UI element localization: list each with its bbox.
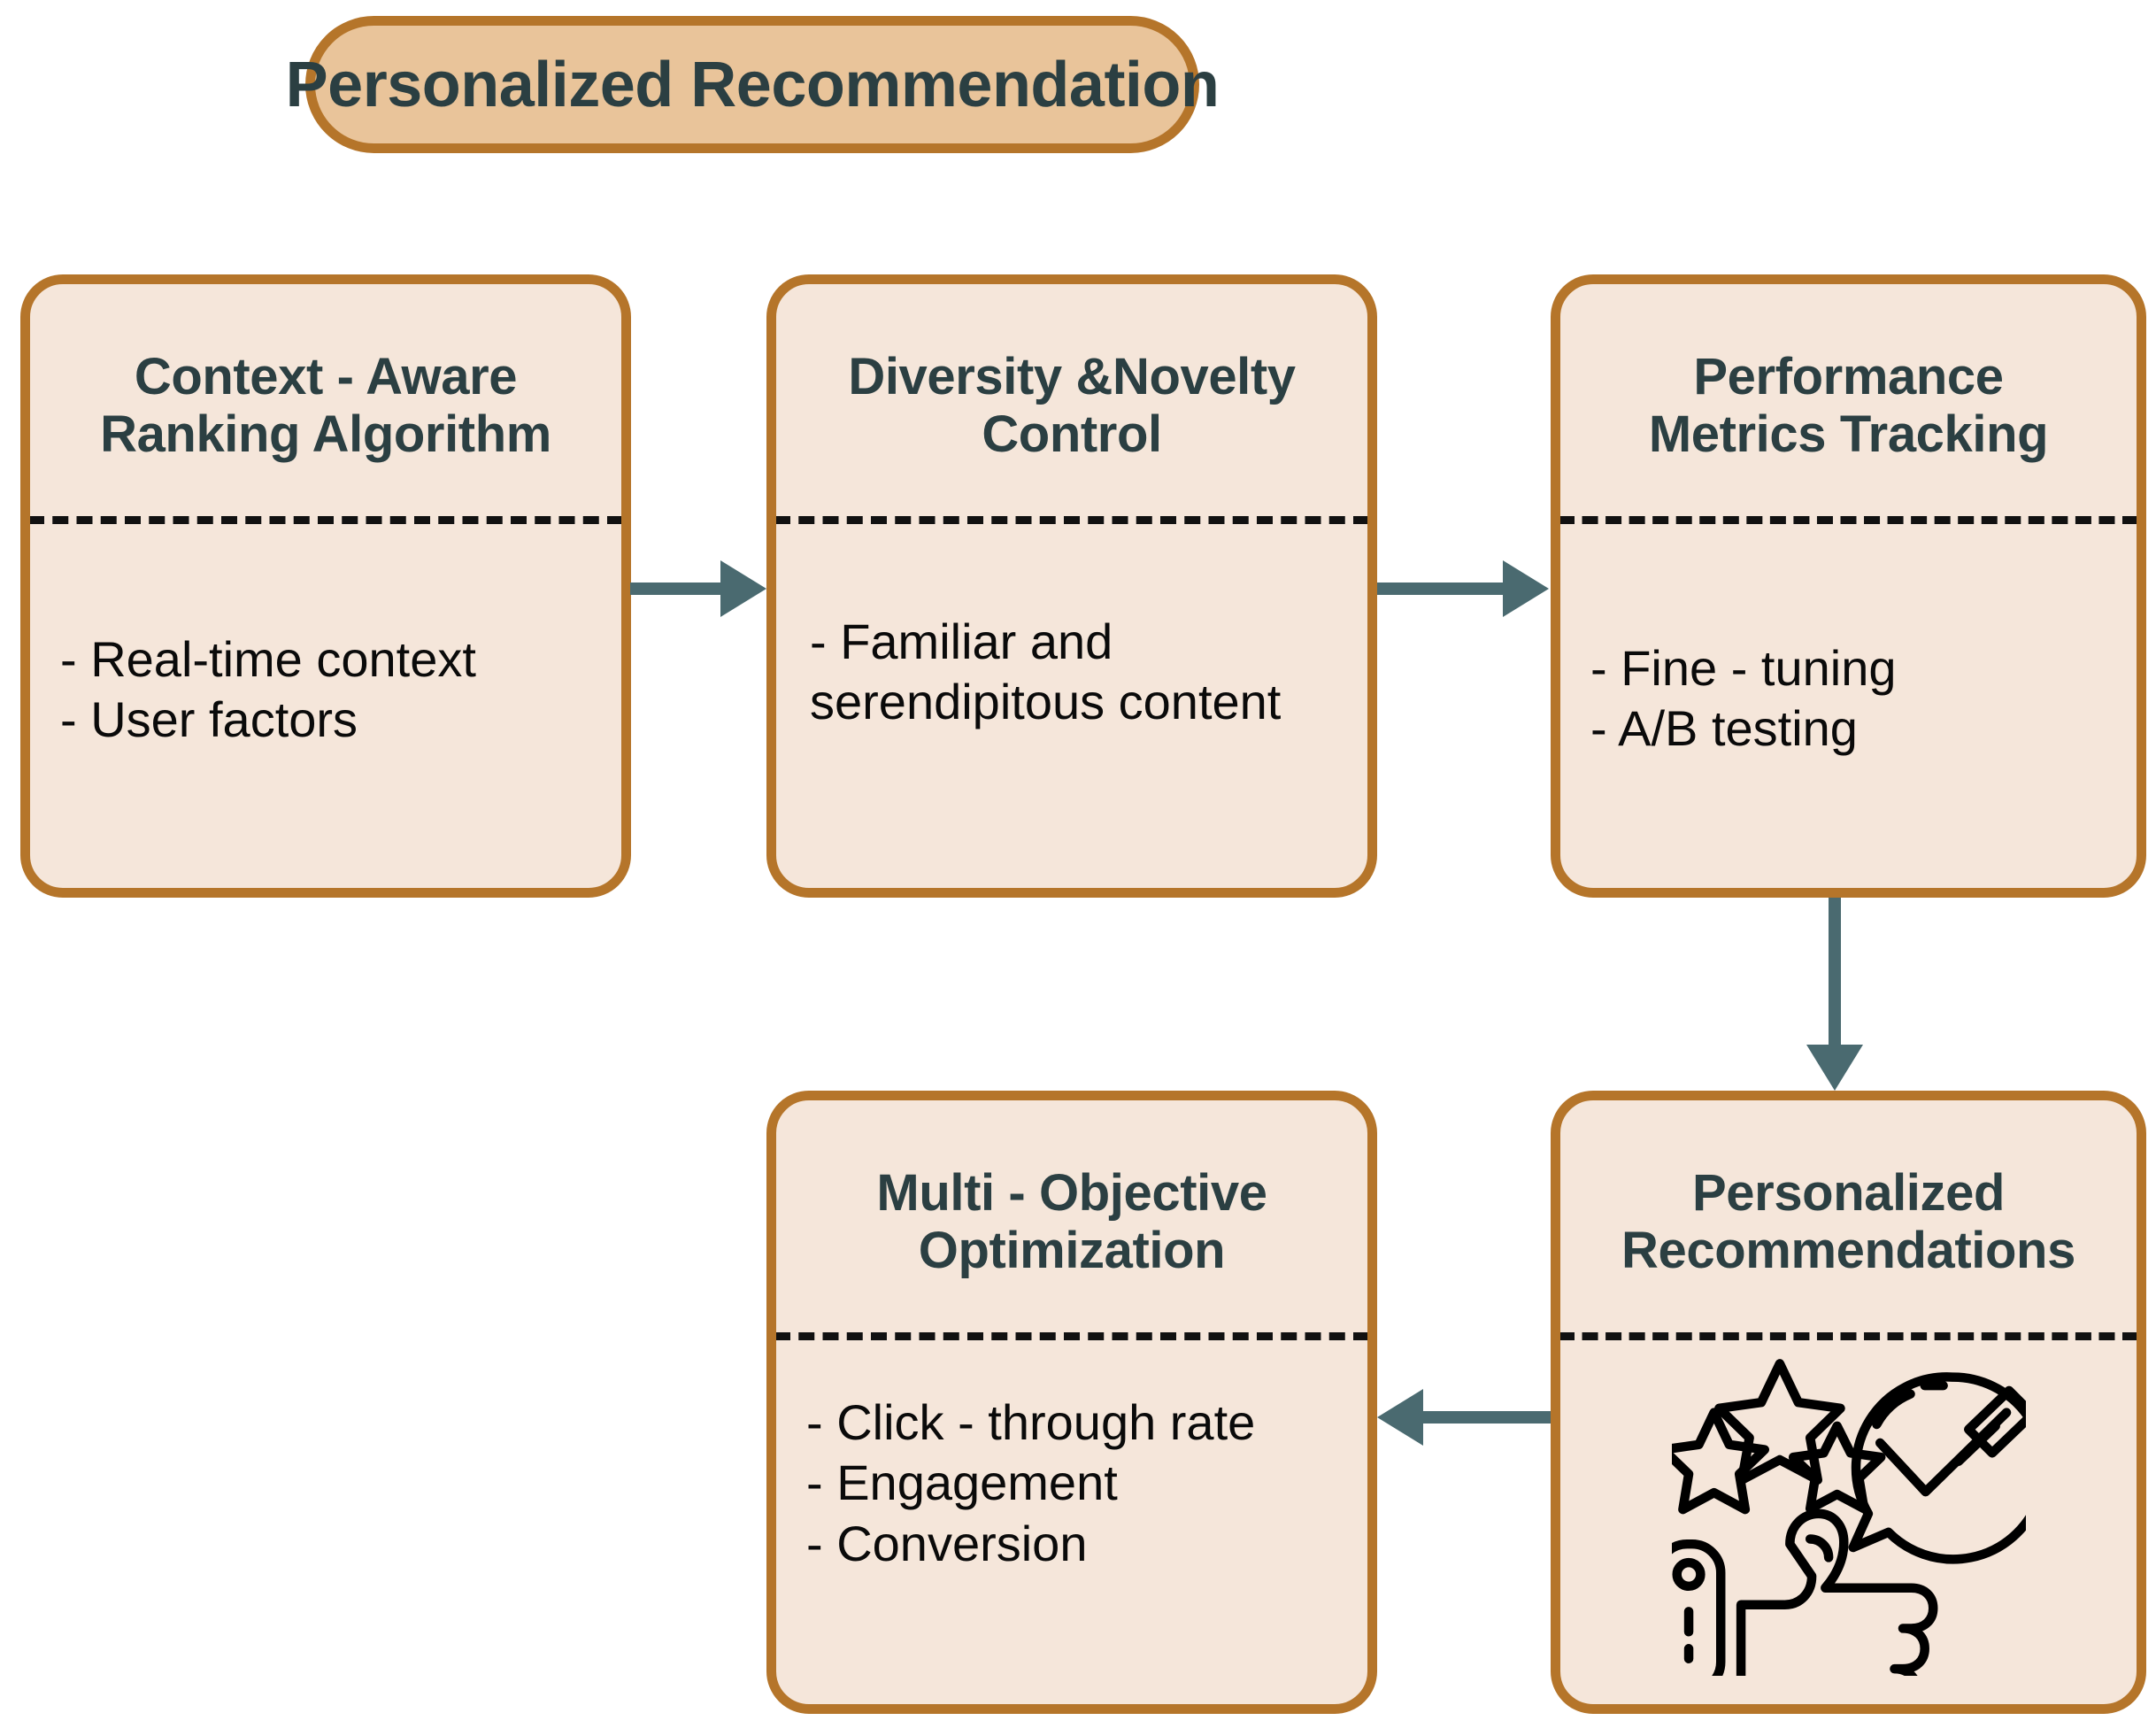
node-divider	[776, 516, 1367, 524]
list-item: - User factors	[60, 691, 358, 748]
node-performance-metrics-tracking[interactable]: Performance Metrics Tracking - Fine - tu…	[1551, 274, 2146, 898]
node-context-aware-ranking-algorithm[interactable]: Context - Aware Ranking Algorithm - Real…	[20, 274, 631, 898]
node-header: Multi - Objective Optimization	[776, 1100, 1367, 1322]
list-item: - Engagement	[806, 1454, 1118, 1511]
node-header: Personalized Recommendations	[1560, 1100, 2137, 1322]
node-diversity-novelty-control[interactable]: Diversity &Novelty Control - Familiar an…	[766, 274, 1377, 898]
list-item: - Familiar and serendipitous content	[810, 613, 1282, 730]
node-header-line: Ranking Algorithm	[100, 405, 551, 463]
node-personalized-recommendations[interactable]: Personalized Recommendations	[1551, 1091, 2146, 1714]
node-body: - Fine - tuning - A/B testing	[1560, 638, 2137, 760]
diagram-title-pill: Personalized Recommendation	[286, 16, 1220, 153]
list-item: - A/B testing	[1590, 700, 1858, 757]
node-divider	[30, 516, 621, 524]
node-body: - Real-time context - User factors	[30, 629, 621, 751]
node-header-line: Optimization	[918, 1222, 1226, 1279]
node-header-line: Multi - Objective	[876, 1164, 1267, 1223]
node-body: - Click - through rate - Engagement - Co…	[776, 1393, 1367, 1574]
list-item: - Click - through rate	[806, 1394, 1256, 1450]
node-multi-objective-optimization[interactable]: Multi - Objective Optimization - Click -…	[766, 1091, 1377, 1714]
node-divider	[1560, 1332, 2137, 1340]
node-header-line: Performance	[1693, 348, 2004, 406]
node-divider	[1560, 516, 2137, 524]
node-header: Diversity &Novelty Control	[776, 284, 1367, 505]
thumbs-up-stars-review-icon	[1653, 1348, 2049, 1704]
node-header-line: Personalized	[1692, 1164, 2005, 1223]
node-header-line: Metrics Tracking	[1648, 405, 2049, 463]
node-header-line: Control	[982, 405, 1162, 463]
list-item: - Conversion	[806, 1515, 1088, 1571]
node-header: Context - Aware Ranking Algorithm	[30, 284, 621, 505]
node-header-line: Recommendations	[1621, 1222, 2075, 1279]
node-divider	[776, 1332, 1367, 1340]
page-title: Personalized Recommendation	[285, 49, 1220, 120]
node-header-line: Diversity &Novelty	[848, 348, 1296, 406]
node-header: Performance Metrics Tracking	[1560, 284, 2137, 505]
node-header-line: Context - Aware	[134, 348, 518, 406]
node-body: - Familiar and serendipitous content	[776, 612, 1367, 733]
list-item: - Real-time context	[60, 631, 476, 687]
list-item: - Fine - tuning	[1590, 640, 1897, 696]
